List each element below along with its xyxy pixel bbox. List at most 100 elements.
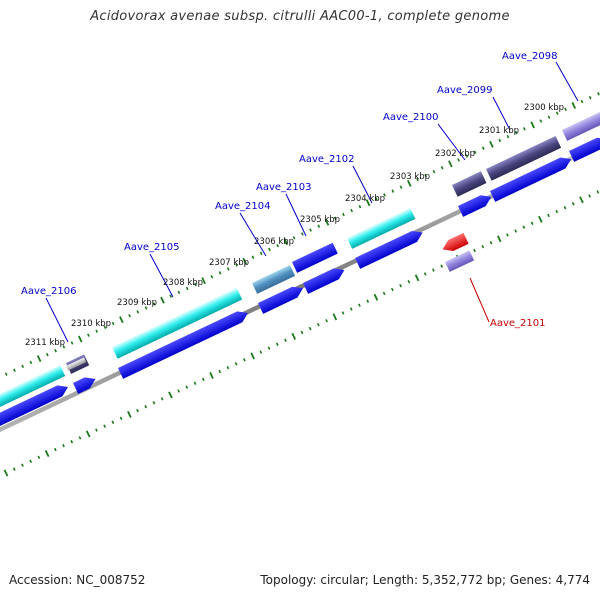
feature-aave-2103[interactable] [292, 242, 338, 273]
cds-aave-2098[interactable] [569, 134, 600, 162]
scale-tick-inner [366, 299, 370, 303]
scale-tick-inner [21, 463, 24, 467]
scale-tick-inner [530, 221, 534, 225]
feature-aave-2103-shape [292, 242, 338, 273]
scale-label-2304: 2304 kbp [345, 194, 385, 204]
scale-tick-inner [399, 283, 402, 288]
scale-tick-outer [424, 173, 428, 178]
genome-stats-text: Topology: circular; Length: 5,352,772 bp… [260, 573, 590, 587]
scale-tick-outer [309, 228, 312, 232]
gene-label-aave-2105[interactable]: Aave_2105 [124, 242, 180, 253]
scale-tick-inner [373, 293, 379, 301]
scale-tick-outer [201, 277, 206, 285]
feature-aave-2102[interactable] [347, 207, 416, 249]
cds-aave-2103[interactable] [303, 265, 347, 294]
callout-line-7 [149, 253, 174, 298]
scale-tick-inner [596, 190, 600, 194]
scale-tick-outer [391, 189, 395, 193]
scale-label-2310: 2310 kbp [71, 319, 111, 329]
scale-tick-outer [530, 121, 535, 129]
scale-tick-outer [54, 349, 57, 353]
scale-tick-inner [234, 362, 238, 366]
scale-tick-inner [407, 280, 411, 284]
scale-tick-inner [332, 313, 338, 321]
cds-aave-2098-shape [569, 137, 600, 162]
scale-ticks-inner [3, 190, 600, 477]
scale-tick-outer [177, 290, 181, 295]
scale-tick-inner [522, 225, 526, 229]
scale-tick-outer [555, 111, 559, 115]
scale-tick-outer [210, 275, 214, 279]
scale-tick-outer [580, 99, 584, 104]
feature-aave-2098[interactable] [562, 108, 600, 141]
scale-tick-outer [218, 271, 222, 275]
gene-label-aave-2106[interactable]: Aave_2106 [21, 286, 77, 297]
scale-tick-inner [390, 287, 394, 292]
scale-tick-outer [169, 294, 173, 298]
scale-tick-inner [506, 233, 509, 237]
feature-aave-2101[interactable] [445, 250, 475, 272]
cds-aave-2105[interactable] [118, 308, 251, 379]
scale-tick-inner [423, 272, 427, 276]
gene-label-aave-2100[interactable]: Aave_2100 [383, 112, 439, 123]
cds-aave-2101[interactable] [440, 232, 469, 255]
accession-text: Accession: NC_008752 [9, 573, 146, 587]
cds-aave-2106[interactable] [73, 374, 98, 394]
scale-tick-outer [259, 251, 263, 256]
gene-label-aave-2098[interactable]: Aave_2098 [502, 51, 558, 62]
scale-tick-inner [103, 424, 107, 428]
scale-tick-inner [382, 291, 386, 296]
scale-tick-inner [78, 436, 82, 440]
feature-aave-2106-b[interactable] [66, 357, 87, 371]
cds-left[interactable] [0, 382, 71, 426]
scale-tick-outer [21, 364, 25, 369]
scale-tick-outer [70, 341, 74, 345]
cds-aave-2102[interactable] [355, 227, 425, 269]
gene-label-aave-2102[interactable]: Aave_2102 [299, 154, 355, 165]
scale-tick-outer [317, 224, 321, 228]
gene-label-callouts [45, 61, 579, 343]
scale-ticks-outer [0, 92, 600, 381]
gene-label-aave-2103[interactable]: Aave_2103 [256, 182, 312, 193]
scale-tick-outer [514, 130, 518, 135]
scale-tick-outer [87, 333, 90, 337]
scale-tick-inner [538, 215, 543, 223]
feature-aave-2105[interactable] [112, 287, 243, 359]
cds-aave-2100[interactable] [458, 191, 494, 217]
scale-tick-inner [308, 326, 312, 331]
scale-tick-inner [44, 450, 50, 457]
scale-tick-outer [292, 236, 296, 240]
scale-tick-inner [555, 209, 559, 214]
feature-aave-2100[interactable] [452, 171, 487, 197]
cds-aave-2104[interactable] [258, 283, 306, 314]
scale-tick-inner [250, 352, 255, 360]
feature-left-cyan[interactable] [0, 365, 66, 407]
scale-tick-outer [235, 263, 238, 267]
feature-aave-2104[interactable] [252, 264, 296, 294]
scale-tick-outer [300, 232, 304, 236]
scale-label-2309: 2309 kbp [117, 298, 157, 308]
scale-tick-inner [53, 447, 57, 452]
cds-aave-2104-shape [258, 286, 304, 314]
gene-label-aave-2101[interactable]: Aave_2101 [490, 318, 546, 329]
scale-tick-inner [226, 365, 230, 370]
gene-label-aave-2099[interactable]: Aave_2099 [437, 85, 493, 96]
scale-tick-inner [177, 389, 181, 393]
scale-tick-inner [547, 213, 550, 218]
scale-tick-outer [399, 185, 403, 189]
scale-tick-inner [144, 404, 148, 409]
cds-aave-2099[interactable] [490, 154, 574, 202]
gene-label-aave-2104[interactable]: Aave_2104 [215, 201, 271, 212]
feature-aave-2099-shape [486, 135, 562, 181]
scale-tick-inner [300, 330, 304, 335]
scale-tick-outer [365, 199, 371, 207]
scale-tick-inner [440, 264, 444, 268]
feature-aave-2099[interactable] [486, 135, 562, 181]
cds-aave-2100-shape [458, 195, 492, 217]
scale-tick-inner [160, 397, 164, 401]
cds-left-shape [0, 385, 69, 426]
callout-line-4 [352, 165, 373, 204]
scale-tick-outer [111, 321, 115, 326]
scale-tick-inner [496, 235, 502, 243]
scale-label-2301: 2301 kbp [479, 126, 519, 136]
